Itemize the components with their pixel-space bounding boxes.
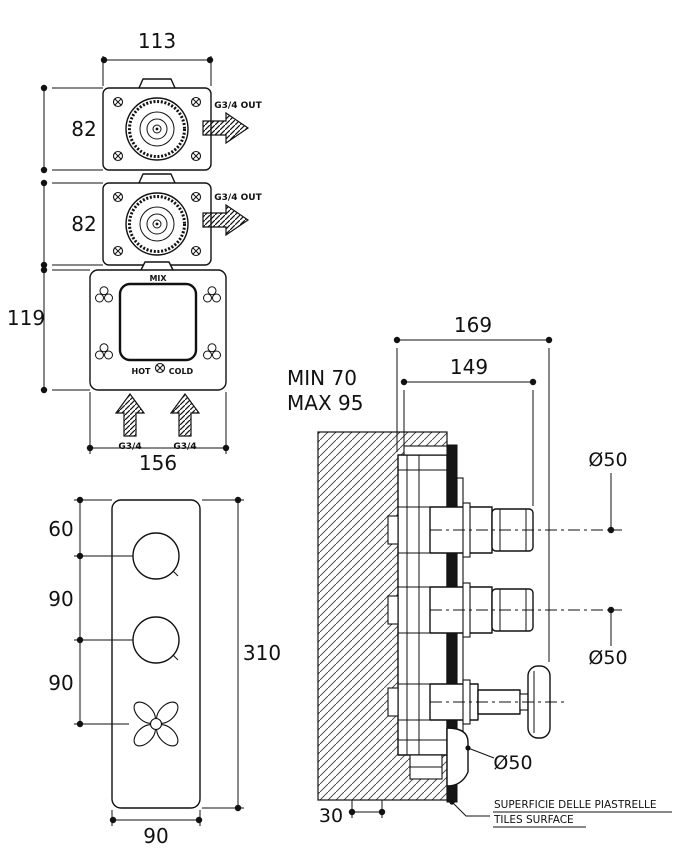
dia-top-label: Ø50 [588,449,627,471]
mixer-body: MIX HOT COLD [89,261,227,391]
inlet-arrow-cold-icon [169,392,201,437]
dim-149: 149 [400,355,537,506]
rough-body-section [387,445,448,780]
dim-310-label: 310 [243,641,281,665]
dim-90-width-label: 90 [143,824,168,848]
dim-90a-label: 90 [48,587,73,611]
dia-bottom-label: Ø50 [493,752,532,774]
dim-156: 156 [86,392,230,475]
valve-cartridge-top [103,79,211,170]
dim-left-column: 82 82 119 [7,84,103,394]
dim-60-label: 60 [48,517,73,541]
dim-169: 169 [393,313,553,662]
rough-valve-front-view: G3/4 OUT G3/4 OUT MIX HOT COLD G3/4 G3/4 [7,29,263,475]
outlet-arrow-top-icon [202,111,250,145]
dim-156-label: 156 [139,451,177,475]
dim-119-label: 119 [7,306,45,330]
dim-113: 113 [100,29,214,86]
dim-90-width: 90 [109,810,203,848]
dim-149-label: 149 [450,355,488,379]
inlet-label-hot: G3/4 [118,442,141,452]
dim-169-label: 169 [454,313,492,337]
dim-310: 310 [202,496,281,812]
dia-callout-bottom: Ø50 [465,745,533,774]
outlet-arrow-bottom-icon [202,203,250,237]
dim-trim-left: 60 90 90 [48,496,133,728]
inlet-arrow-hot-icon [114,392,146,437]
cross-handle [133,701,179,747]
dia-middle-label: Ø50 [588,647,627,669]
tiles-note-en-label: TILES SURFACE [493,814,574,826]
trim-plate-front-view: 60 90 90 310 90 [48,496,281,848]
dim-90b-label: 90 [48,671,73,695]
dim-30: 30 [319,800,386,827]
outlet-label-top: G3/4 OUT [214,101,262,111]
dim-30-label: 30 [319,805,343,827]
mix-label: MIX [149,274,167,283]
valve-cartridge-bottom [103,174,211,265]
min-depth-label: MIN 70 [287,366,357,390]
outlet-label-bottom: G3/4 OUT [214,193,262,203]
dim-82b-label: 82 [71,212,96,236]
tiles-note-it-label: SUPERFICIE DELLE PIASTRELLE [494,799,657,811]
trim-plate-outline [111,499,201,809]
dim-113-label: 113 [138,29,176,53]
max-depth-label: MAX 95 [287,391,363,415]
cold-label: COLD [169,367,194,376]
dia-callout-top: Ø50 [588,449,628,534]
tiles-surface-note: SUPERFICIE DELLE PIASTRELLE TILES SURFAC… [449,799,672,828]
dia-callout-middle: Ø50 [588,606,628,669]
dim-82a-label: 82 [71,117,96,141]
inlet-label-cold: G3/4 [173,442,196,452]
wall-section-view: 169 149 MIN 70 MAX 95 Ø50 Ø50 Ø50 [287,313,672,828]
hot-label: HOT [132,367,151,376]
bottom-trim-piece [446,727,469,787]
